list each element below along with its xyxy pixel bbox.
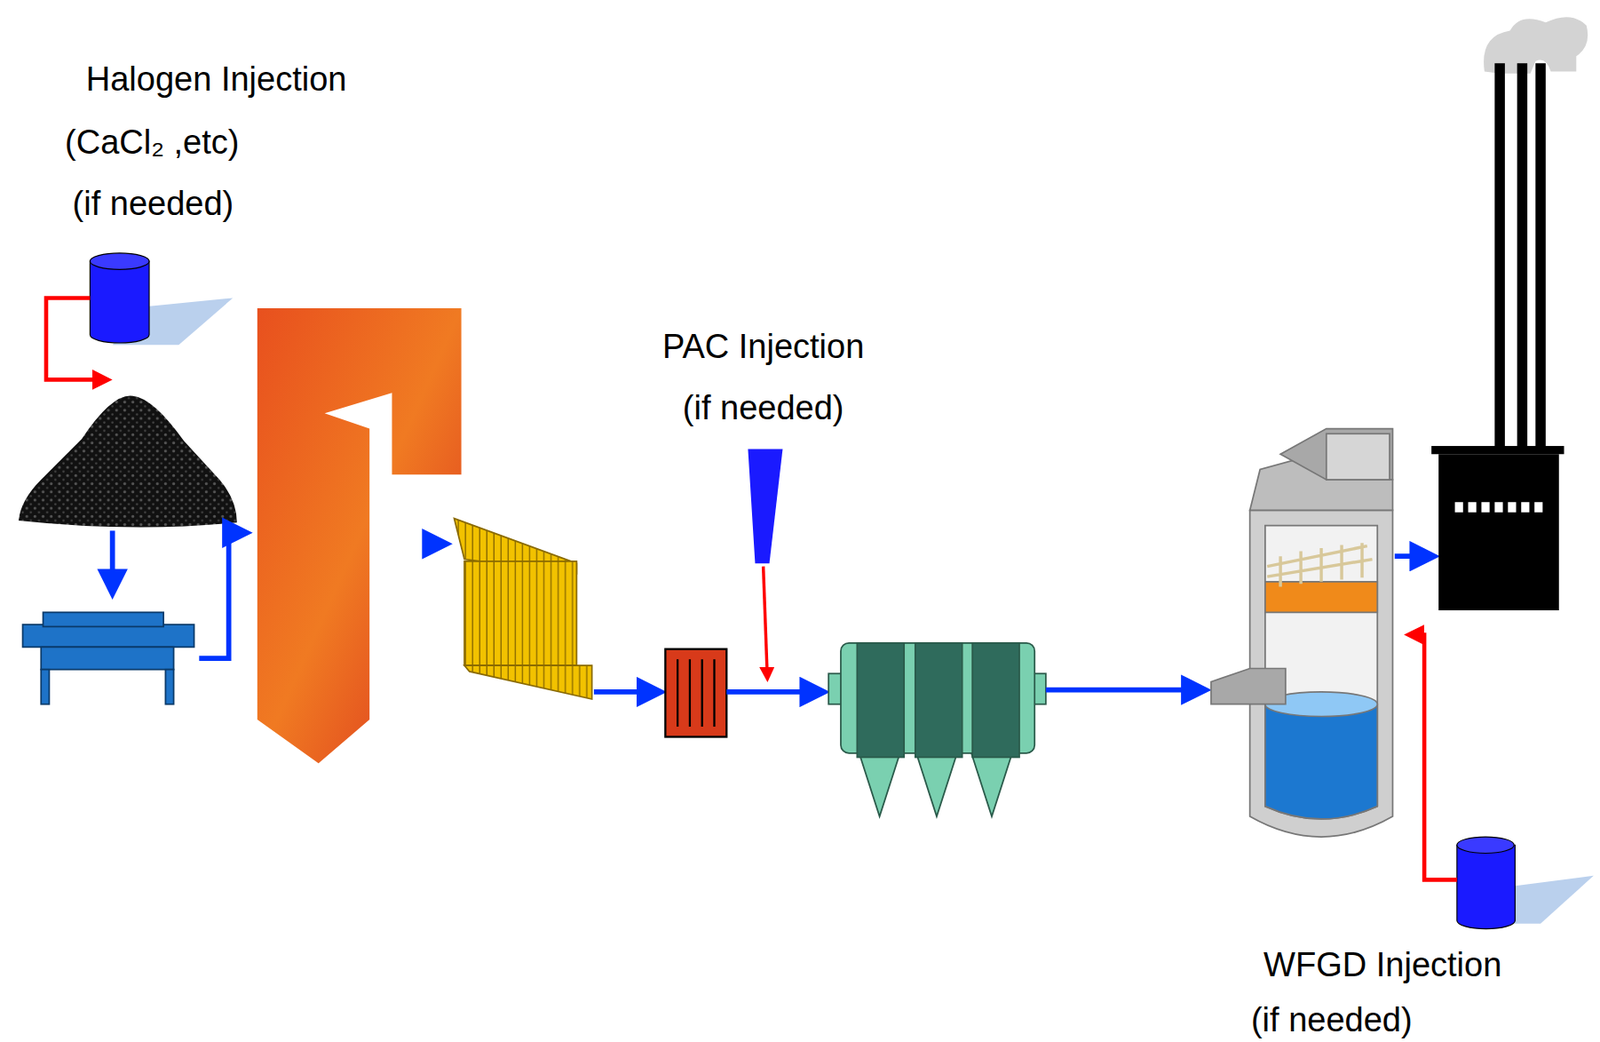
halogen-tank xyxy=(89,253,233,345)
note-label: (if needed) xyxy=(1251,1001,1413,1039)
note-label: (if needed) xyxy=(682,389,845,428)
chemical-label: (CaCl₂ ,etc) xyxy=(64,124,239,162)
flow-arrow xyxy=(198,532,246,658)
flow-arrow xyxy=(594,689,660,695)
stack xyxy=(1431,16,1588,610)
injection-label: PAC Injection xyxy=(662,328,864,366)
flow-arrow xyxy=(1394,553,1434,559)
wfgd-tank xyxy=(1457,836,1594,929)
coal-pile xyxy=(18,396,238,528)
feed-line xyxy=(1409,634,1458,880)
note-label: (if needed) xyxy=(72,185,235,223)
coal-feeder xyxy=(23,611,195,704)
electrostatic-precipitator xyxy=(828,642,1046,816)
wet-scrubber xyxy=(1211,428,1393,838)
feed-line xyxy=(46,297,107,380)
flow-arrow xyxy=(423,540,445,547)
flow-arrow xyxy=(726,689,823,695)
heat-exchanger xyxy=(454,518,593,699)
boiler xyxy=(257,308,462,763)
injection-label: WFGD Injection xyxy=(1263,946,1502,984)
flow-arrow xyxy=(110,530,116,592)
feed-line xyxy=(763,566,769,678)
pac-injector xyxy=(747,449,783,564)
air-preheater xyxy=(665,649,727,737)
flow-arrow xyxy=(1045,687,1204,693)
injection-label: Halogen Injection xyxy=(86,61,348,99)
